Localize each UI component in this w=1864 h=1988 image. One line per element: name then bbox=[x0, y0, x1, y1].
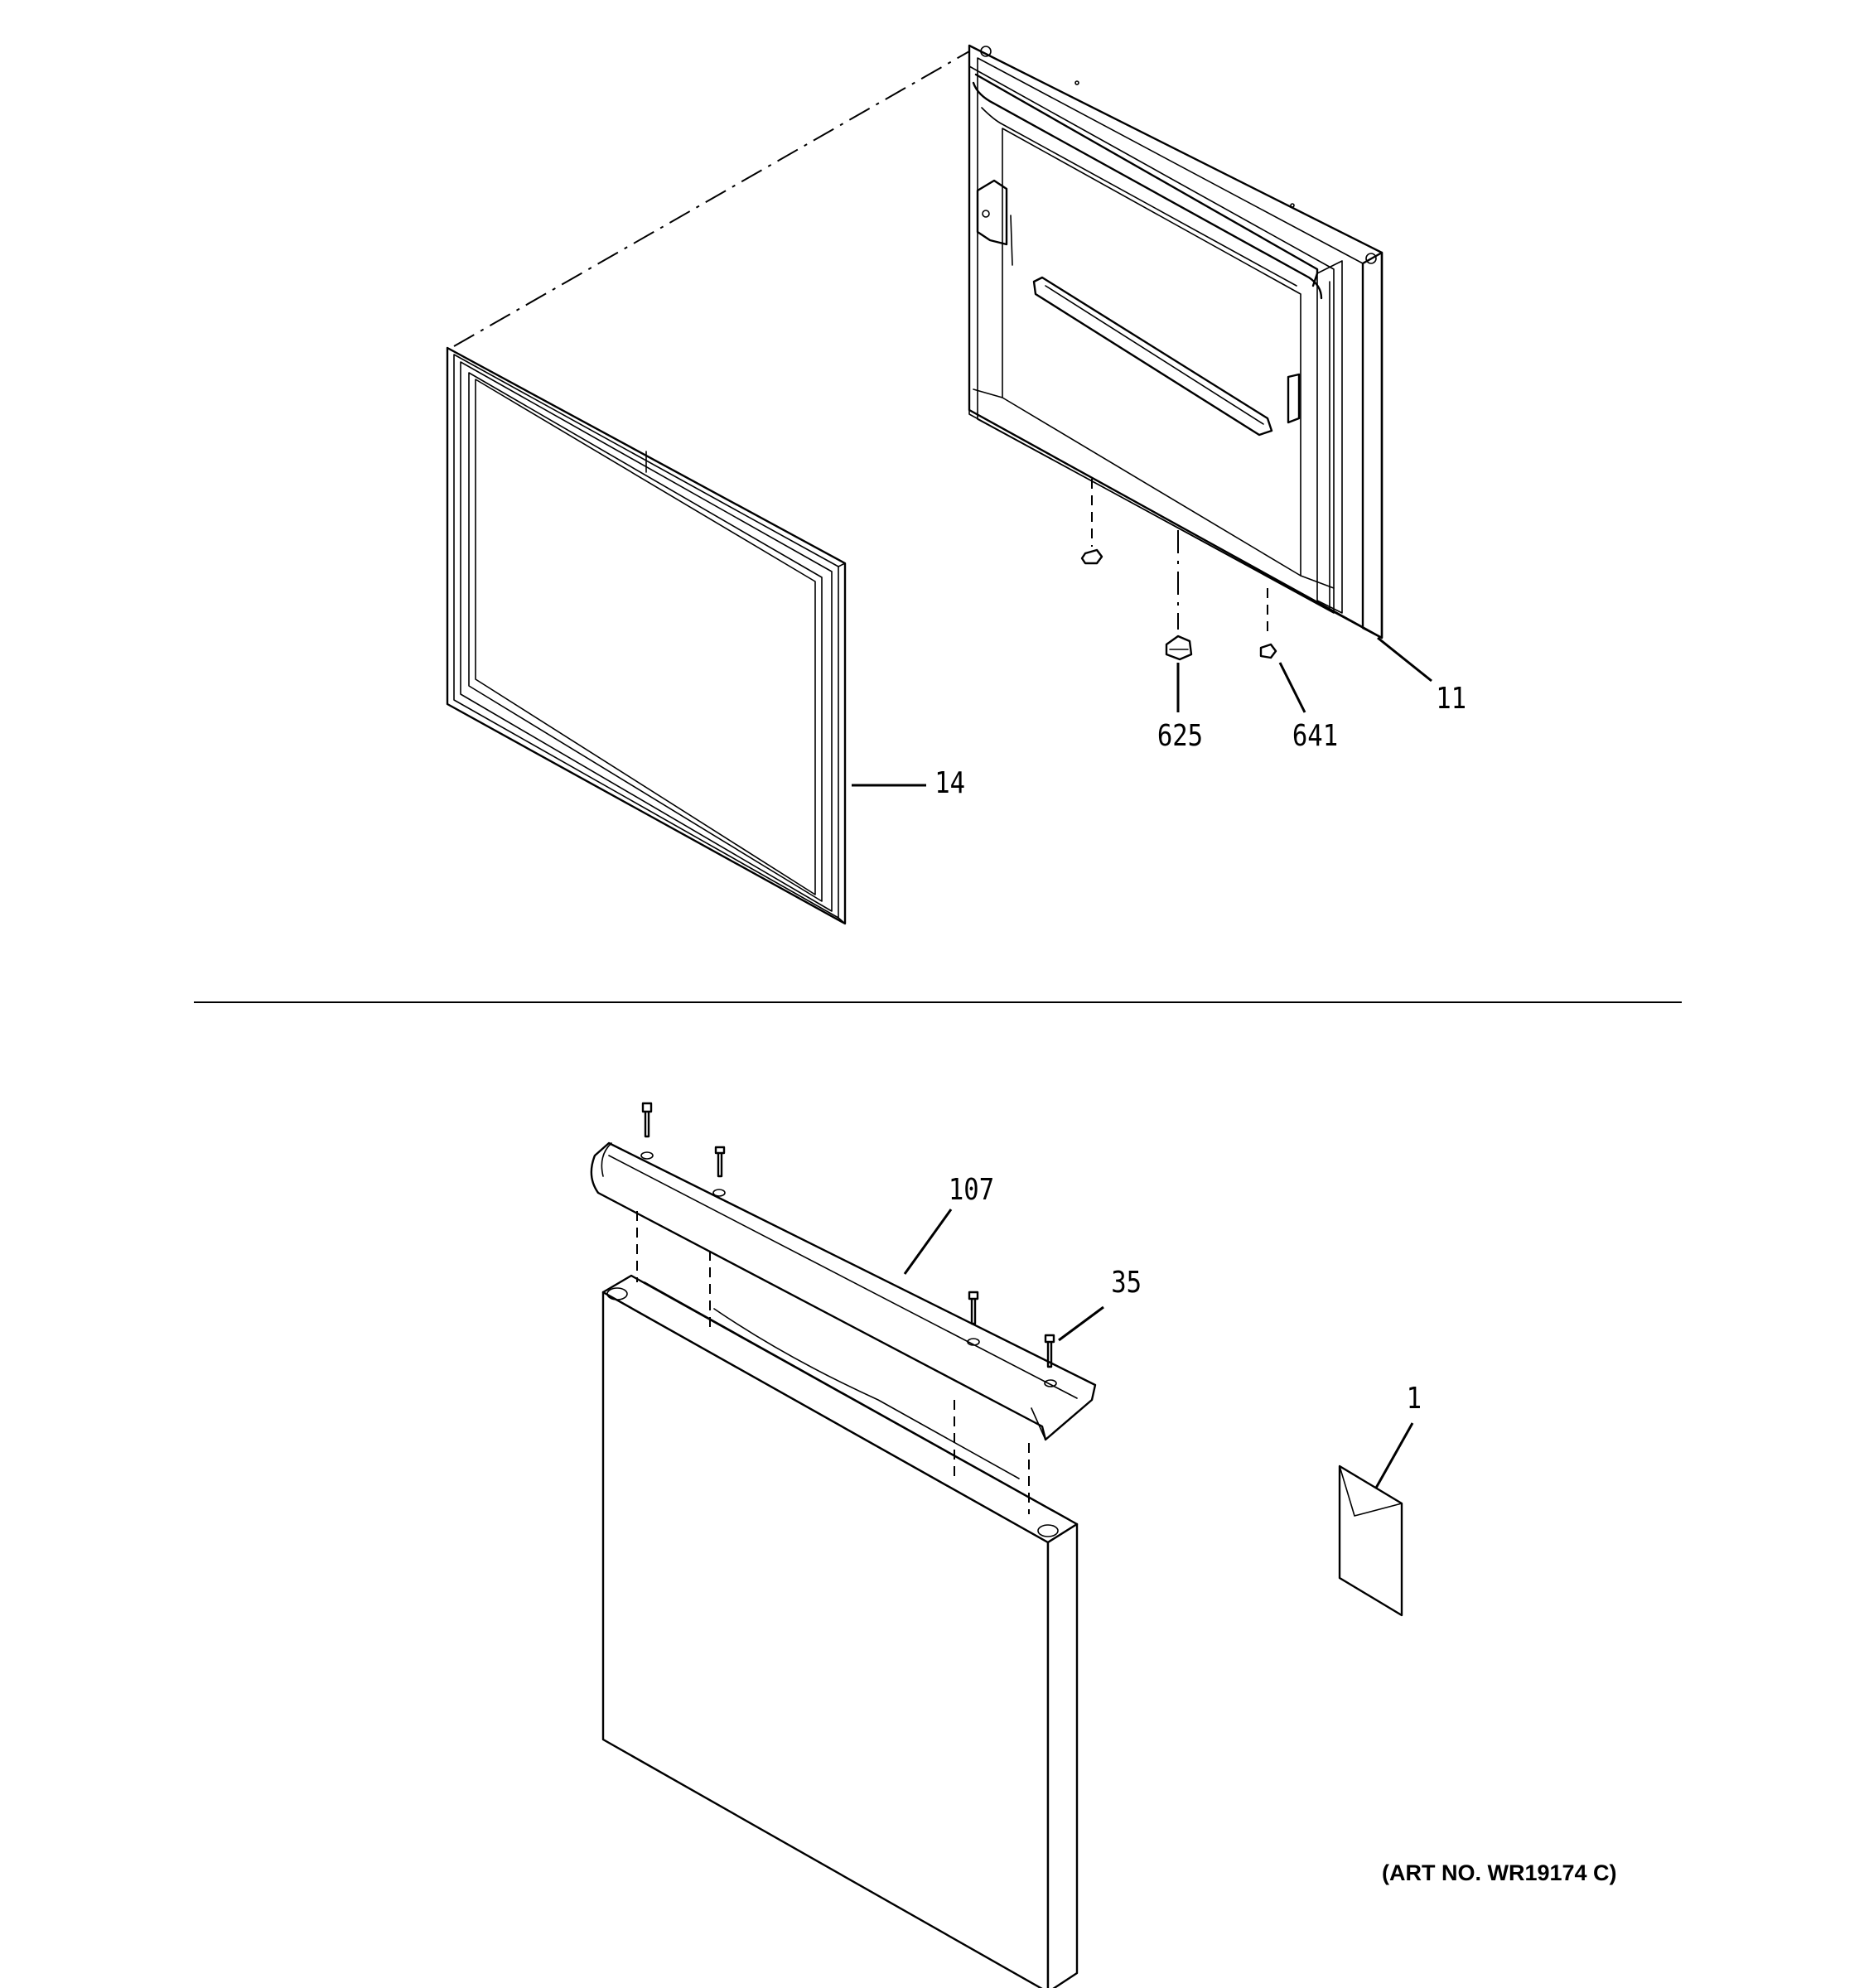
screws bbox=[641, 1102, 1055, 1368]
alignment-line bbox=[453, 51, 970, 347]
callout-1: 1 bbox=[1407, 1381, 1422, 1416]
callout-11: 11 bbox=[1436, 681, 1466, 716]
callout-625: 625 bbox=[1157, 718, 1203, 753]
callout-641: 641 bbox=[1292, 718, 1338, 753]
door-gasket bbox=[446, 346, 847, 925]
callout-107: 107 bbox=[949, 1172, 994, 1207]
leader-641 bbox=[1278, 662, 1306, 713]
door-trim-handle bbox=[590, 1141, 1097, 1441]
door-panel bbox=[601, 1274, 1079, 1988]
leader-107 bbox=[903, 1209, 953, 1275]
leader-1 bbox=[1374, 1422, 1414, 1490]
door-frame bbox=[968, 44, 1384, 639]
art-number: (ART NO. WR19174 C) bbox=[1382, 1860, 1617, 1885]
assembly-lines bbox=[636, 1211, 1030, 1514]
callout-14: 14 bbox=[934, 765, 965, 800]
literature-envelope bbox=[1338, 1464, 1403, 1617]
leader-35 bbox=[1058, 1305, 1104, 1342]
callout-35: 35 bbox=[1111, 1265, 1142, 1300]
door-hardware bbox=[1080, 479, 1277, 661]
leader-11 bbox=[1377, 636, 1432, 683]
